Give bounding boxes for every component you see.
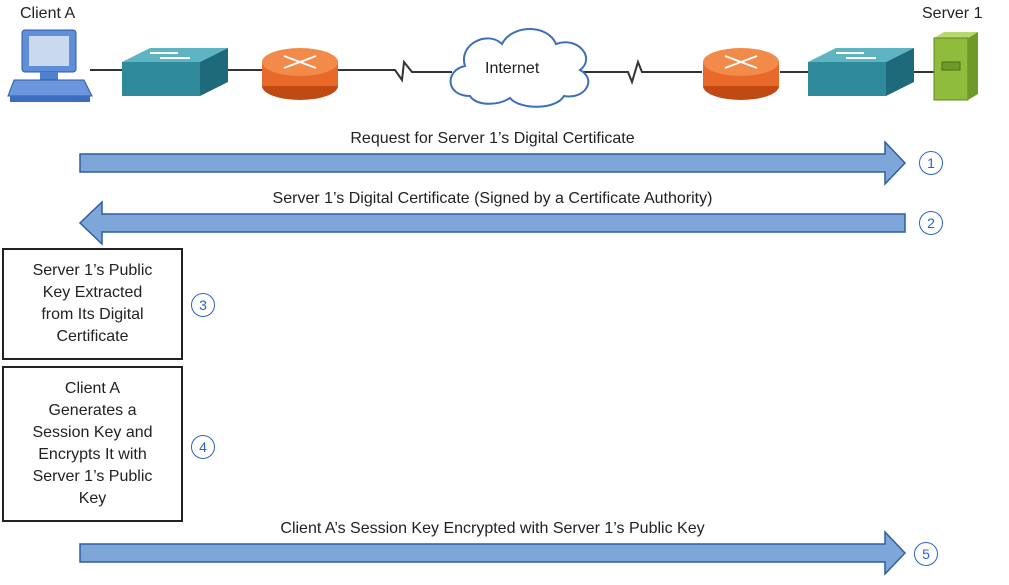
step-3-box: Server 1’s Public Key Extracted from Its…: [2, 248, 183, 360]
step-4-number: 4: [191, 435, 215, 459]
router-icon-right: [703, 48, 779, 100]
switch-icon-left: [122, 48, 228, 96]
step-4-box: Client A Generates a Session Key and Enc…: [2, 366, 183, 522]
step-3-number: 3: [191, 293, 215, 317]
step-4-text: Client A Generates a Session Key and Enc…: [32, 380, 153, 507]
step-2-number: 2: [919, 211, 943, 235]
step-2-caption: Server 1’s Digital Certificate (Signed b…: [272, 190, 713, 207]
cloud-icon: [449, 28, 590, 108]
router-icon-left: [262, 48, 338, 100]
step-5-number: 5: [914, 542, 938, 566]
step-5-caption: Client A’s Session Key Encrypted with Se…: [280, 520, 705, 537]
client-label: Client A: [20, 5, 76, 22]
internet-label: Internet: [485, 60, 540, 77]
step-1-number: 1: [919, 151, 943, 175]
arrow-step-1: [79, 140, 907, 186]
switch-icon-right: [808, 48, 914, 96]
pc-icon: [7, 29, 93, 102]
server-icon: [933, 32, 978, 101]
arrow-step-5: [79, 530, 907, 576]
server-label: Server 1: [922, 5, 983, 22]
step-1-caption: Request for Server 1’s Digital Certifica…: [350, 130, 635, 147]
arrow-step-2: [78, 200, 906, 246]
step-3-text: Server 1’s Public Key Extracted from Its…: [32, 262, 153, 345]
network-links: [90, 58, 935, 86]
